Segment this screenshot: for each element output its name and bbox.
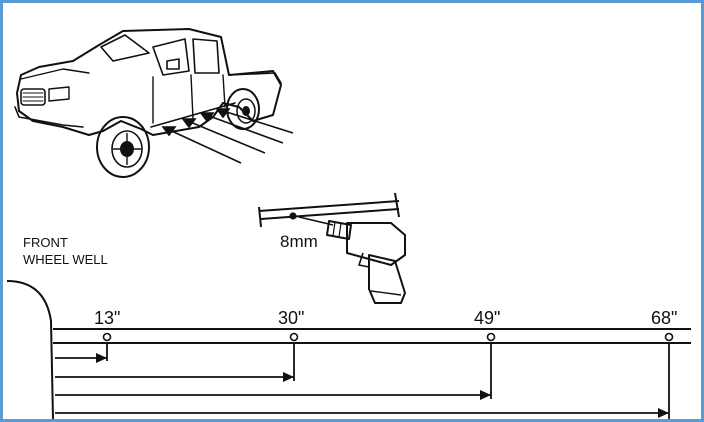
hole-marker-49 [486, 332, 496, 342]
rocker-panel-edge [53, 328, 691, 344]
front-wheel-well-label-line1: FRONT [23, 235, 68, 250]
measurement-label-68: 68" [651, 308, 677, 328]
hole-marker-30 [289, 332, 299, 342]
measurement-label-49: 49" [474, 308, 500, 328]
wheel-well-arc [6, 280, 54, 419]
front-wheel-icon [96, 116, 150, 178]
drill-point-13: 13" [55, 308, 120, 363]
drill-size-label: 8mm [280, 232, 318, 251]
front-wheel-well-label-line2: WHEEL WELL [23, 252, 108, 267]
hole-marker-68 [664, 332, 674, 342]
rear-wheel-icon [226, 88, 260, 130]
drill-point-30: 30" [55, 308, 304, 382]
rocker-rail-detail [258, 192, 400, 228]
measurement-label-13: 13" [94, 308, 120, 328]
rocker-panel-arrows [161, 108, 294, 164]
drill-icon [298, 216, 406, 304]
hole-marker-13 [102, 332, 112, 342]
drill-point-49: 49" [55, 308, 500, 400]
measurement-label-30: 30" [278, 308, 304, 328]
pickup-truck-icon [14, 28, 282, 136]
installation-diagram: 8mm FRONT WHEEL WELL 13" 30" 49" 68" [6, 28, 691, 419]
drill-point-68: 68" [55, 308, 677, 419]
